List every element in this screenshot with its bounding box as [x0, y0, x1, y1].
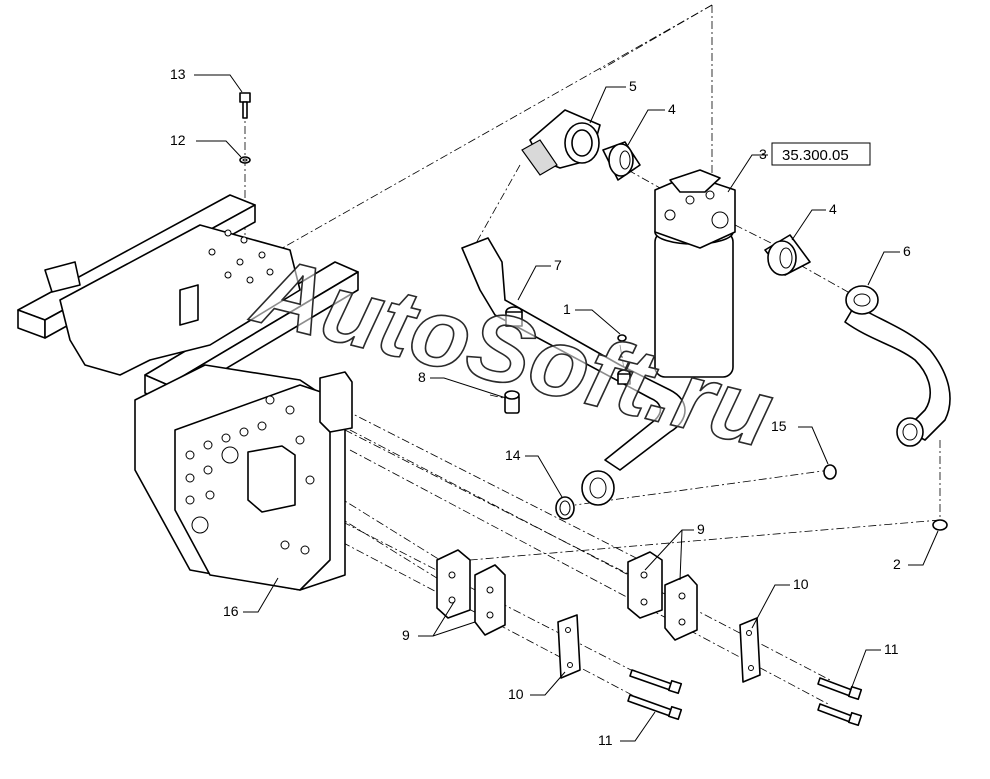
callout-14: 14: [505, 447, 521, 463]
callout-4-right: 4: [829, 201, 837, 217]
callout-numbers: 13 12 5 4 3 4 6 7 1 8 14 15 2 16 9 9 10 …: [170, 66, 911, 748]
callout-3: 3: [759, 146, 767, 162]
callout-7: 7: [554, 257, 562, 273]
callout-4-upper: 4: [668, 101, 676, 117]
screw-part-13: [239, 92, 251, 119]
clamp-halves-part-9: [436, 549, 698, 641]
adapter-part-4-upper: [602, 141, 641, 181]
callout-6: 6: [903, 243, 911, 259]
callout-16: 16: [223, 603, 239, 619]
callout-13: 13: [170, 66, 186, 82]
o-ring-part-1: [617, 334, 627, 342]
leader-lines: [194, 74, 939, 742]
callout-10-left: 10: [508, 686, 524, 702]
o-ring-part-15: [823, 464, 837, 480]
elbow-fitting-part-5: [521, 109, 601, 176]
washer-part-12: [239, 156, 251, 164]
callout-11-left: 11: [598, 732, 613, 748]
callout-11-right: 11: [884, 641, 899, 657]
cover-plates-part-10: [557, 614, 761, 683]
o-ring-part-14: [555, 496, 575, 520]
fitting-part-8: [504, 390, 520, 414]
tube-assembly-part-7: [461, 237, 686, 506]
adapter-part-4-right: [764, 234, 811, 276]
filter-part-3: [654, 169, 736, 378]
callout-1: 1: [563, 301, 571, 317]
bolts-part-11: [627, 669, 863, 727]
callout-15: 15: [771, 418, 787, 434]
reference-box-text[interactable]: 35.300.05: [782, 147, 849, 164]
callout-5: 5: [629, 78, 637, 94]
callout-9-right: 9: [697, 521, 705, 537]
callout-10-right: 10: [793, 576, 809, 592]
o-ring-part-2: [932, 519, 948, 531]
pipe-part-6: [844, 285, 951, 447]
callout-9-left: 9: [402, 627, 410, 643]
bracket-frame-part-16: [17, 194, 359, 591]
callout-8: 8: [418, 369, 426, 385]
callout-2: 2: [893, 556, 901, 572]
reference-box: [771, 142, 871, 166]
callout-12: 12: [170, 132, 186, 148]
